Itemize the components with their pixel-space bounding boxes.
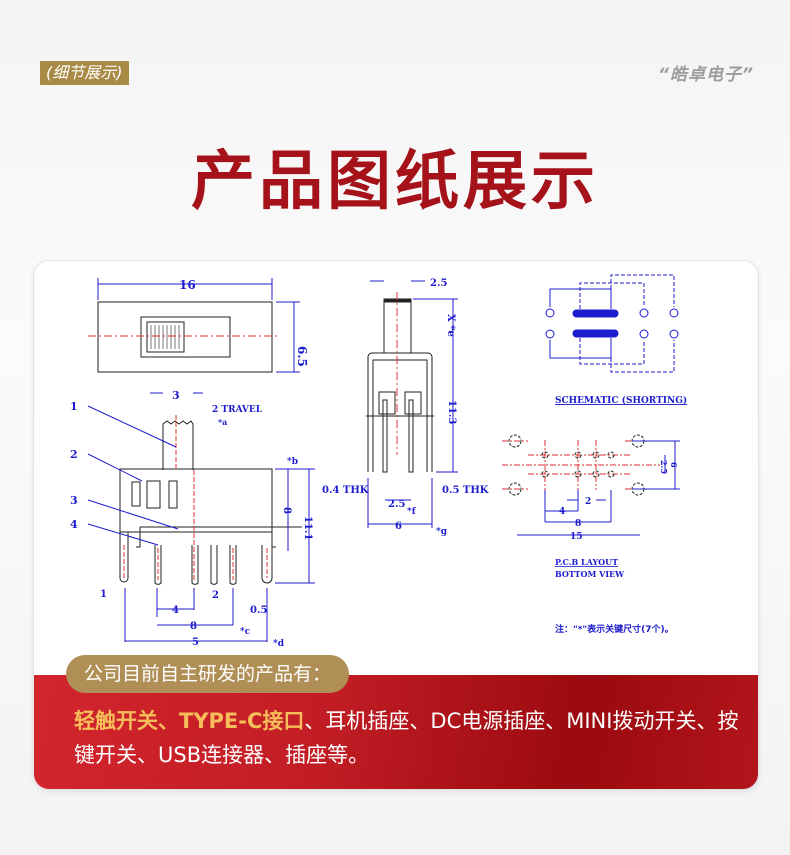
pcb-layout: [502, 434, 680, 536]
pcb-dim-2-5: 2.5: [659, 460, 669, 474]
dim-1: 1: [100, 589, 107, 600]
schematic-label: SCHEMATIC (SHORTING): [555, 395, 687, 406]
dim-2: 2: [212, 590, 219, 601]
products-banner: [34, 675, 758, 789]
side-view: [119, 415, 302, 585]
callout-3: 3: [70, 494, 78, 507]
dim-0-5: 0.5: [250, 605, 267, 616]
schematic: [545, 274, 679, 373]
callout-1: 1: [70, 400, 78, 413]
thk-right: 0.5 THK: [442, 485, 489, 496]
products-rest: 、耳机插座、DC电源插座、MINI拨动开关、按键开关、USB连接器、插座等。: [74, 709, 739, 767]
callout-4: 4: [70, 518, 78, 531]
end-view: [366, 292, 434, 473]
key-dimension-note: 注："*"表示关键尺寸(7个)。: [555, 623, 674, 635]
drawing-card: [33, 260, 759, 790]
callout-2: 2: [70, 448, 78, 461]
dim-16: 16: [179, 278, 196, 292]
mark-b: *b: [287, 457, 298, 467]
mark-a: *a: [218, 417, 227, 427]
travel-label: 2 TRAVEL: [212, 405, 263, 415]
mark-c: *c: [240, 627, 251, 637]
thk-left: 0.4 THK: [322, 485, 369, 496]
dim-8-bottom: 8: [190, 621, 197, 632]
mark-e: X *e: [445, 314, 456, 337]
pcb-dim-6: 6: [669, 462, 679, 468]
page-title: 产品图纸展示: [191, 145, 599, 219]
pcb-label-1: P.C.B LAYOUT: [555, 557, 618, 567]
dim-4: 4: [172, 605, 179, 616]
products-list: 轻触开关、TYPE-C接口、耳机插座、DC电源插座、MINI拨动开关、按键开关、…: [74, 704, 754, 772]
pcb-label-2: BOTTOM VIEW: [555, 569, 625, 579]
dim-6-5: 6.5: [295, 346, 309, 367]
front-view: [88, 301, 280, 373]
products-highlight: 轻触开关、TYPE-C接口: [74, 709, 305, 733]
mark-f: *f: [407, 507, 417, 517]
section-tag: (细节展示): [40, 61, 129, 85]
dim-6: 6: [395, 521, 402, 532]
dim-8-vertical: 8: [281, 507, 292, 514]
pcb-dim-2: 2: [585, 497, 591, 507]
products-heading: 公司目前自主研发的产品有：: [66, 655, 350, 693]
dim-2-5-pitch: 2.5: [388, 499, 405, 510]
brand-name: “皓卓电子”: [658, 65, 754, 85]
mark-g: *g: [436, 527, 448, 537]
pcb-dim-8: 8: [575, 519, 581, 529]
mark-d: *d: [273, 639, 285, 649]
pcb-dim-4: 4: [559, 507, 565, 517]
dim-11-3: 11.3: [446, 400, 457, 424]
dim-2-5-stem: 2.5: [430, 278, 447, 289]
pcb-dim-15: 15: [570, 532, 583, 542]
dim-3: 3: [172, 389, 180, 402]
dim-11-1: 11.1: [302, 516, 313, 540]
dim-5: 5: [192, 637, 199, 648]
